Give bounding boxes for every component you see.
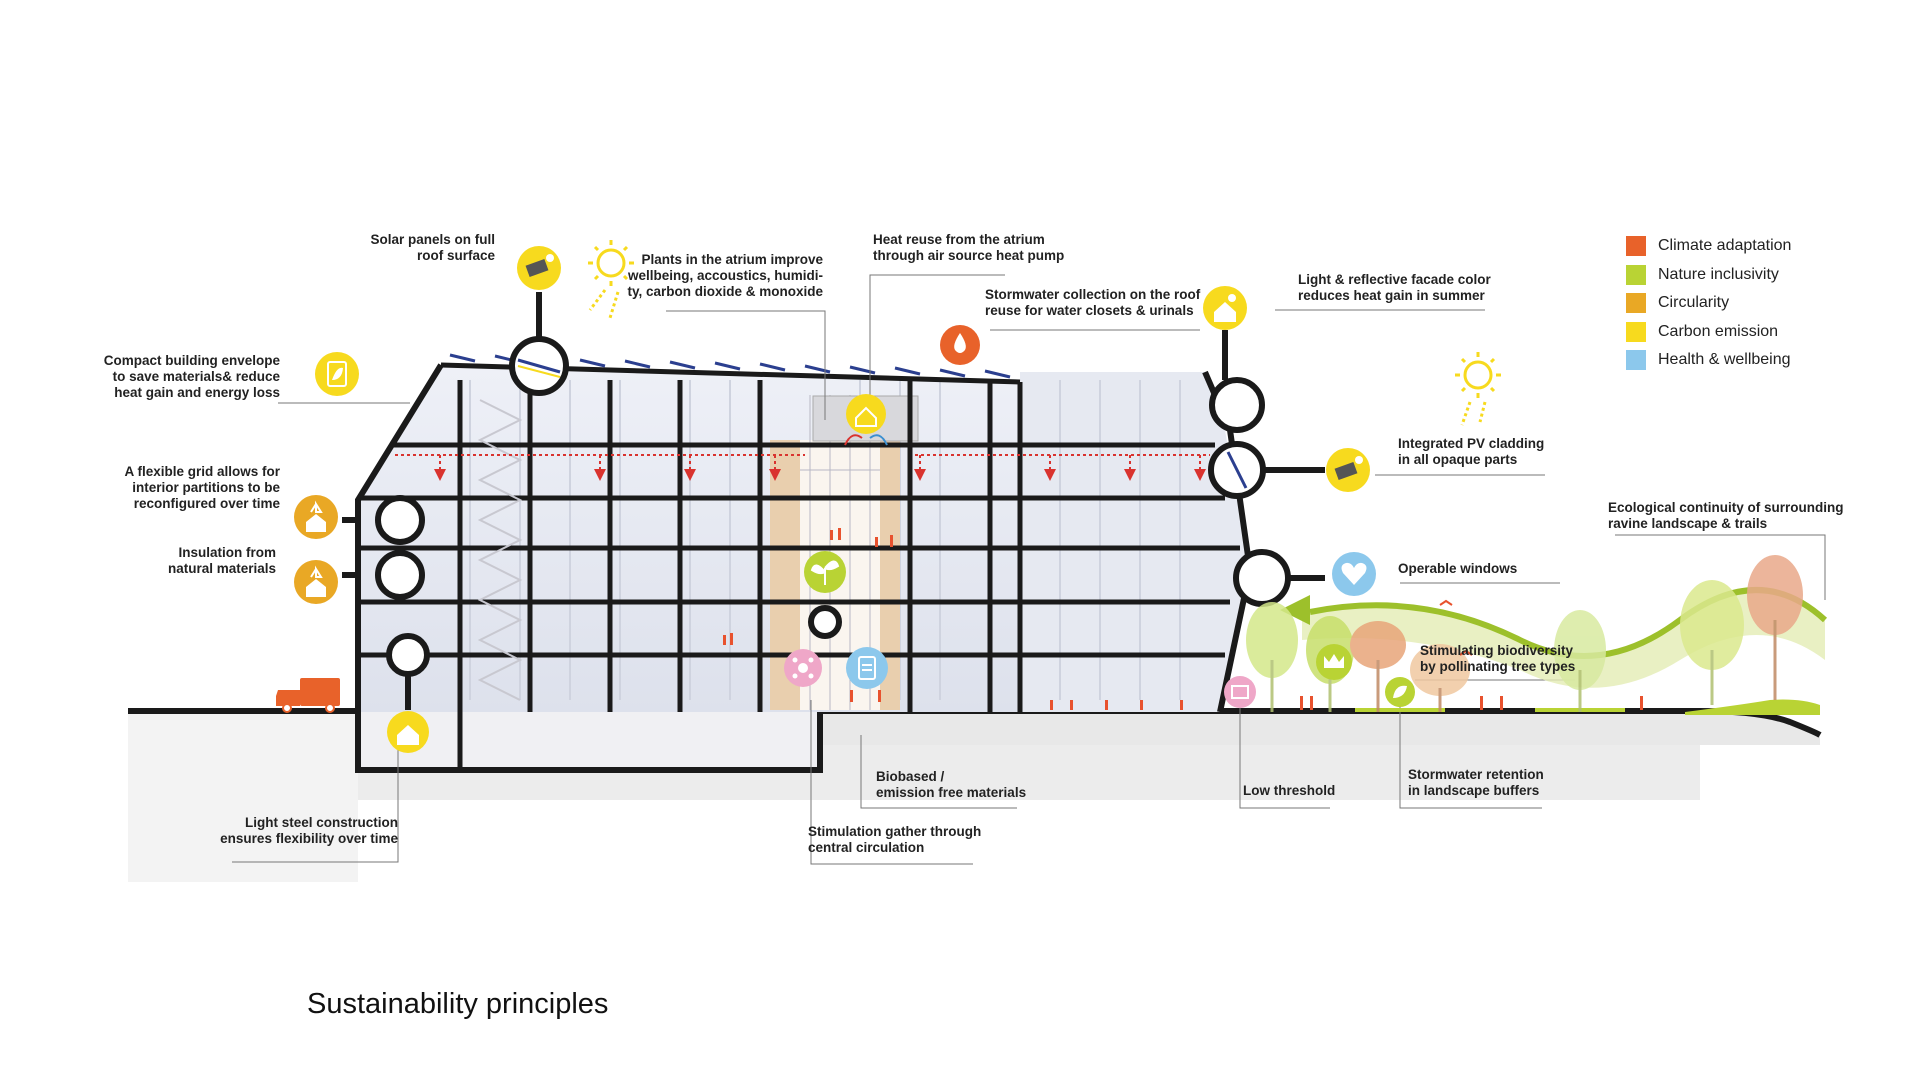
leaf-document-icon (315, 352, 359, 396)
leaf-circle-icon (1385, 677, 1415, 707)
label-reflective-facade: Light & reflective facade color reduces … (1298, 272, 1503, 304)
legend-swatch (1626, 265, 1646, 285)
legend-label: Health & wellbeing (1658, 351, 1791, 369)
basement (358, 712, 820, 770)
label-solar-panels: Solar panels on full roof surface (320, 232, 495, 264)
label-plants-atrium: Plants in the atrium improve wellbeing, … (600, 252, 823, 300)
label-light-steel: Light steel construction ensures flexibi… (180, 815, 398, 847)
legend-item-nature: Nature inclusivity (1626, 261, 1791, 290)
threshold-icon (1224, 676, 1256, 708)
legend-label: Nature inclusivity (1658, 266, 1779, 284)
house-windmill-icon (294, 560, 338, 604)
legend-label: Carbon emission (1658, 323, 1778, 341)
label-low-threshold: Low threshold (1243, 783, 1363, 799)
legend-item-circularity: Circularity (1626, 289, 1791, 318)
legend-swatch (1626, 350, 1646, 370)
label-stormwater-roof: Stormwater collection on the roof reuse … (985, 287, 1215, 319)
label-flexible-grid: A flexible grid allows for interior part… (80, 464, 280, 512)
legend-item-carbon: Carbon emission (1626, 318, 1791, 347)
legend-swatch (1626, 322, 1646, 342)
people-gather-icon (784, 649, 822, 687)
label-compact-envelope: Compact building envelope to save materi… (80, 353, 280, 401)
crown-flower-icon (1316, 644, 1352, 680)
legend-item-health: Health & wellbeing (1626, 346, 1791, 375)
label-biodiversity: Stimulating biodiversity by pollinating … (1420, 643, 1610, 675)
building-section (358, 355, 1250, 770)
solar-panel-icon (1326, 448, 1370, 492)
label-stimulation: Stimulation gather through central circu… (808, 824, 998, 856)
label-ecological: Ecological continuity of surrounding rav… (1608, 500, 1848, 532)
sun-icon (1455, 352, 1501, 425)
legend-label: Circularity (1658, 294, 1729, 312)
label-biobased: Biobased / emission free materials (876, 769, 1036, 801)
legend: Climate adaptation Nature inclusivity Ci… (1626, 232, 1791, 375)
solar-panel-icon (517, 246, 561, 290)
label-stormwater-retention: Stormwater retention in landscape buffer… (1408, 767, 1568, 799)
legend-item-climate: Climate adaptation (1626, 232, 1791, 261)
house-icon (387, 711, 429, 753)
document-icon (846, 647, 888, 689)
label-heat-reuse: Heat reuse from the atrium through air s… (873, 232, 1073, 264)
label-insulation: Insulation from natural materials (120, 545, 276, 577)
legend-swatch (1626, 293, 1646, 313)
legend-label: Climate adaptation (1658, 237, 1791, 255)
heart-icon (1332, 552, 1376, 596)
label-pv-cladding: Integrated PV cladding in all opaque par… (1398, 436, 1573, 468)
house-windmill-icon (294, 495, 338, 539)
sprout-icon (804, 551, 846, 593)
page-title: Sustainability principles (307, 988, 608, 1021)
water-recycle-icon (940, 325, 980, 365)
label-operable-windows: Operable windows (1398, 561, 1568, 577)
truck-icon (276, 678, 340, 712)
legend-swatch (1626, 236, 1646, 256)
